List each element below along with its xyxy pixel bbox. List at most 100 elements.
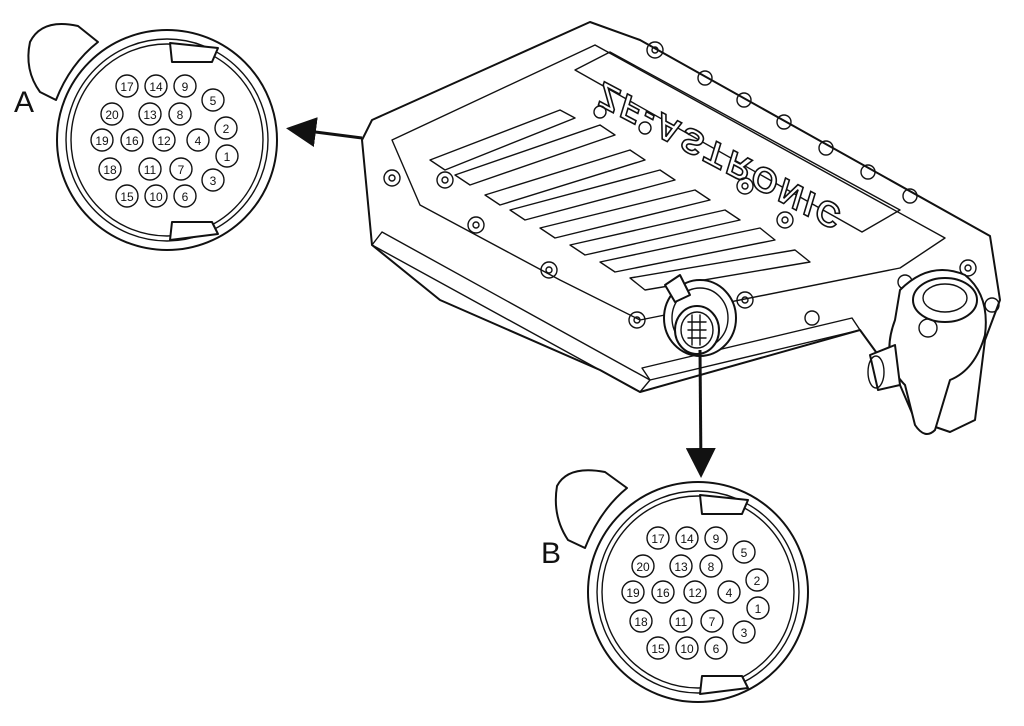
pin-socket [745, 568, 769, 592]
pin-number: 19 [95, 134, 109, 148]
connector-pin: 18 [98, 157, 122, 181]
pin-number: 19 [626, 586, 640, 600]
connector-pin: 3 [201, 168, 225, 192]
pin-number: 4 [726, 586, 733, 600]
connector-pin: 2 [214, 116, 238, 140]
pin-socket [732, 540, 756, 564]
pin-socket [704, 526, 728, 550]
connector-pin: 17 [115, 74, 139, 98]
connector-pin: 16 [651, 580, 675, 604]
pin-socket [138, 157, 162, 181]
connector-pin: 8 [168, 102, 192, 126]
pin-number: 11 [675, 615, 688, 629]
pin-number: 7 [709, 615, 716, 629]
pin-socket [201, 168, 225, 192]
pin-socket [90, 128, 114, 152]
pin-socket [683, 580, 707, 604]
pin-socket [173, 184, 197, 208]
pin-socket [717, 580, 741, 604]
pin-number: 1 [755, 602, 762, 616]
connector-pin: 16 [120, 128, 144, 152]
pin-number: 13 [674, 560, 688, 574]
connector-pin: 3 [732, 620, 756, 644]
pin-socket [186, 128, 210, 152]
pin-socket [646, 636, 670, 660]
connector-pin: 12 [683, 580, 707, 604]
pin-number: 5 [741, 546, 748, 560]
connector-pin: 13 [669, 554, 693, 578]
pin-number: 16 [656, 586, 670, 600]
connector-pin: 1 [746, 596, 770, 620]
pin-socket [144, 74, 168, 98]
pin-number: 13 [143, 108, 157, 122]
pin-socket [631, 554, 655, 578]
pin-number: 4 [195, 134, 202, 148]
pin-number: 3 [741, 626, 748, 640]
pin-socket [115, 184, 139, 208]
connector-pin: 5 [201, 88, 225, 112]
pin-number: 1 [224, 150, 231, 164]
pin-number: 5 [210, 94, 217, 108]
pin-number: 18 [103, 163, 117, 177]
connector-pin: 14 [144, 74, 168, 98]
connector-pin: 4 [717, 580, 741, 604]
pin-number: 3 [210, 174, 217, 188]
arrow-to-connector-b [685, 349, 716, 478]
connector-pin: 11 [138, 157, 162, 181]
arrow-to-connector-a [286, 117, 363, 147]
pin-socket [675, 636, 699, 660]
pin-number: 2 [754, 574, 761, 588]
connector-pin: 4 [186, 128, 210, 152]
connector-pin: 9 [704, 526, 728, 550]
connector-pin: 6 [173, 184, 197, 208]
transmission-unit-illustration: ZF-ASTRONIC [361, 21, 1001, 435]
connector-pin: 12 [152, 128, 176, 152]
pin-number: 15 [120, 190, 134, 204]
pin-number: 20 [105, 108, 119, 122]
pin-number: 9 [713, 532, 720, 546]
connector-pin: 1 [215, 144, 239, 168]
connector-pin: 5 [732, 540, 756, 564]
pin-socket [214, 116, 238, 140]
pin-socket [169, 157, 193, 181]
connector-pin: 6 [704, 636, 728, 660]
pin-number: 17 [651, 532, 665, 546]
pin-number: 17 [120, 80, 134, 94]
pin-socket [621, 580, 645, 604]
pin-socket [115, 74, 139, 98]
connector-pin: 18 [629, 609, 653, 633]
unit-connector [663, 274, 737, 357]
pin-number: 15 [651, 642, 665, 656]
pin-socket [152, 128, 176, 152]
pin-socket [168, 102, 192, 126]
pin-socket [173, 74, 197, 98]
pin-socket [732, 620, 756, 644]
pin-socket [629, 609, 653, 633]
connector-pin: 11 [669, 609, 693, 633]
pin-number: 6 [713, 642, 720, 656]
connector-pin: 9 [173, 74, 197, 98]
pin-number: 10 [149, 190, 163, 204]
pin-socket [746, 596, 770, 620]
pin-socket [100, 102, 124, 126]
pin-number: 10 [680, 642, 694, 656]
connector-pin: 20 [631, 554, 655, 578]
pin-socket [704, 636, 728, 660]
pin-number: 12 [157, 134, 171, 148]
pin-number: 14 [149, 80, 163, 94]
pin-number: 14 [680, 532, 694, 546]
connector-pin: 10 [144, 184, 168, 208]
connector-pin: 2 [745, 568, 769, 592]
pin-number: 16 [125, 134, 139, 148]
pin-socket [675, 526, 699, 550]
pin-socket [120, 128, 144, 152]
connector-pin: 10 [675, 636, 699, 660]
connector-pin: 15 [115, 184, 139, 208]
pin-socket [144, 184, 168, 208]
connector-pin: 19 [621, 580, 645, 604]
pin-number: 6 [182, 190, 189, 204]
